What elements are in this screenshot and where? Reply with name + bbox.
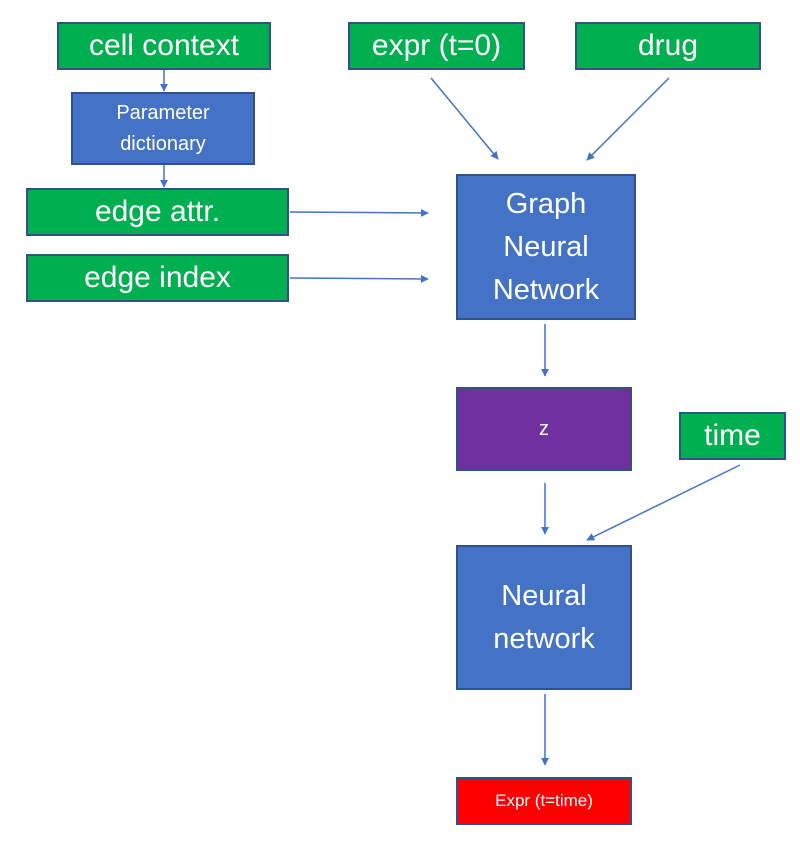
gnn-node: Graph Neural Network — [456, 174, 636, 320]
output-node: Expr (t=time) — [456, 777, 632, 825]
output-label: Expr (t=time) — [495, 791, 593, 810]
neural-network-label: Neural network — [493, 579, 595, 655]
edge-index-label: edge index — [84, 261, 231, 294]
cell-context-label: cell context — [88, 29, 240, 62]
arrow-drug-to-gnn — [586, 77, 670, 161]
parameter-dictionary-node: Parameter dictionary — [71, 92, 255, 165]
expr-t0-node: expr (t=0) — [348, 22, 525, 70]
time-node: time — [679, 412, 786, 460]
arrow-edge-attr-to-gnn — [289, 208, 429, 217]
arrow-expr-to-gnn — [430, 77, 499, 160]
arrow-edge-index-to-gnn — [289, 274, 429, 283]
edge-attr-label: edge attr. — [94, 195, 221, 228]
drug-label: drug — [637, 29, 699, 62]
edge-attr-node: edge attr. — [26, 188, 289, 236]
time-label: time — [704, 419, 761, 452]
gnn-label: Graph Neural Network — [492, 187, 600, 306]
cell-context-node: cell context — [57, 22, 271, 70]
z-node: z — [456, 387, 632, 471]
expr-t0-label: expr (t=0) — [371, 29, 502, 62]
drug-node: drug — [575, 22, 761, 70]
edge-index-node: edge index — [26, 254, 289, 302]
neural-network-node: Neural network — [456, 545, 632, 690]
parameter-dictionary-label: Parameter dictionary — [116, 101, 210, 155]
arrow-time-to-neural-network — [586, 464, 741, 541]
z-label: z — [539, 417, 549, 440]
